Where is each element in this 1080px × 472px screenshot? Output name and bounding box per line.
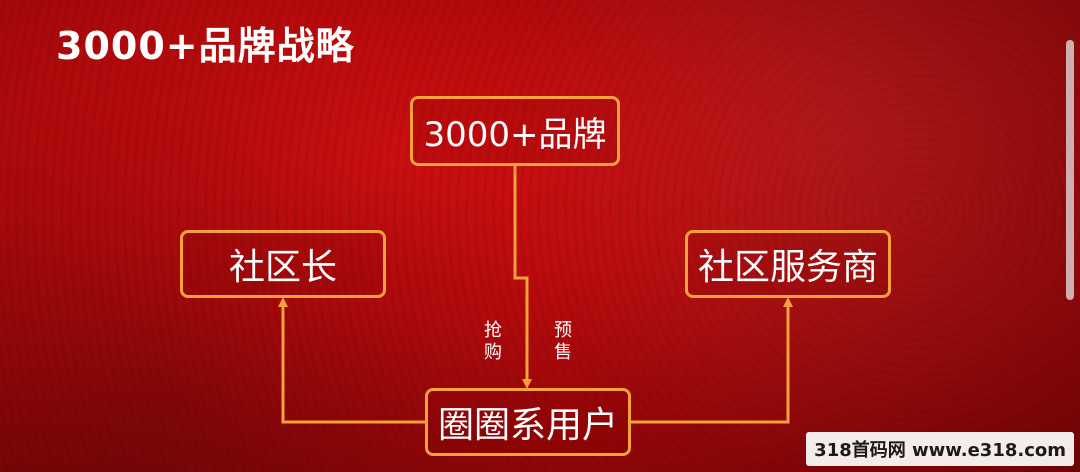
scrollbar[interactable] — [1066, 40, 1074, 300]
edge-brand-to-user — [513, 166, 532, 389]
edge-label-presale: 预售 — [554, 320, 572, 363]
node-community-provider: 社区服务商 — [685, 230, 891, 298]
watermark: 318首码网 www.e318.com — [806, 432, 1074, 466]
node-community-leader: 社区长 — [180, 230, 386, 298]
edge-label-flash-buy: 抢购 — [484, 320, 502, 363]
page-title: 3000+品牌战略 — [56, 24, 355, 68]
edge-user-to-leader — [278, 297, 425, 424]
node-brand: 3000+品牌 — [410, 96, 620, 166]
node-circle-user: 圈圈系用户 — [425, 388, 631, 456]
edge-user-to-provider — [631, 297, 793, 424]
